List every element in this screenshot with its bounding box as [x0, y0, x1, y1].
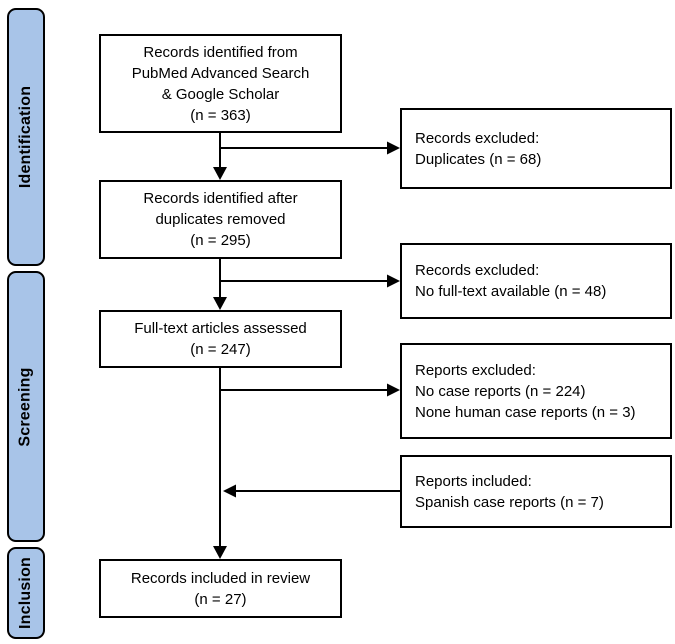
stage-identification: Identification [7, 8, 45, 266]
arrowhead-right-reports-excluded [387, 383, 400, 397]
arrowhead-down-fulltext [213, 297, 227, 310]
arrowhead-down-deduped [213, 167, 227, 180]
box-excluded-duplicates: Records excluded: Duplicates (n = 68) [400, 108, 672, 189]
box-fulltext-assessed: Full-text articles assessed (n = 247) [99, 310, 342, 368]
box-records-identified: Records identified from PubMed Advanced … [99, 34, 342, 133]
box-reports-excluded-text: Reports excluded: No case reports (n = 2… [415, 361, 636, 421]
box-reports-included: Reports included: Spanish case reports (… [400, 455, 672, 528]
box-excluded-no-fulltext-text: Records excluded: No full-text available… [415, 262, 607, 300]
stage-inclusion-label: Inclusion [17, 556, 34, 630]
box-fulltext-assessed-text: Full-text articles assessed (n = 247) [134, 320, 307, 358]
box-reports-excluded: Reports excluded: No case reports (n = 2… [400, 343, 672, 439]
stage-screening: Screening [7, 271, 45, 542]
box-reports-included-text: Reports included: Spanish case reports (… [415, 472, 604, 511]
arrowhead-right-nofulltext [387, 274, 400, 288]
stage-inclusion: Inclusion [7, 547, 45, 639]
arrowhead-down-included [213, 546, 227, 559]
box-duplicates-removed: Records identified after duplicates remo… [99, 180, 342, 259]
arrowhead-right-duplicates [387, 141, 400, 155]
box-records-included-text: Records included in review (n = 27) [130, 569, 311, 608]
box-records-included: Records included in review (n = 27) [99, 559, 342, 618]
box-duplicates-removed-text: Records identified after duplicates remo… [143, 190, 298, 249]
box-excluded-no-fulltext: Records excluded: No full-text available… [400, 243, 672, 319]
stage-screening-label: Screening [17, 366, 35, 447]
arrowhead-left-reports-included [223, 484, 236, 498]
stage-identification-label: Identification [17, 85, 35, 189]
box-excluded-duplicates-text: Records excluded: Duplicates (n = 68) [415, 129, 542, 168]
box-records-identified-text: Records identified from PubMed Advanced … [131, 43, 310, 124]
